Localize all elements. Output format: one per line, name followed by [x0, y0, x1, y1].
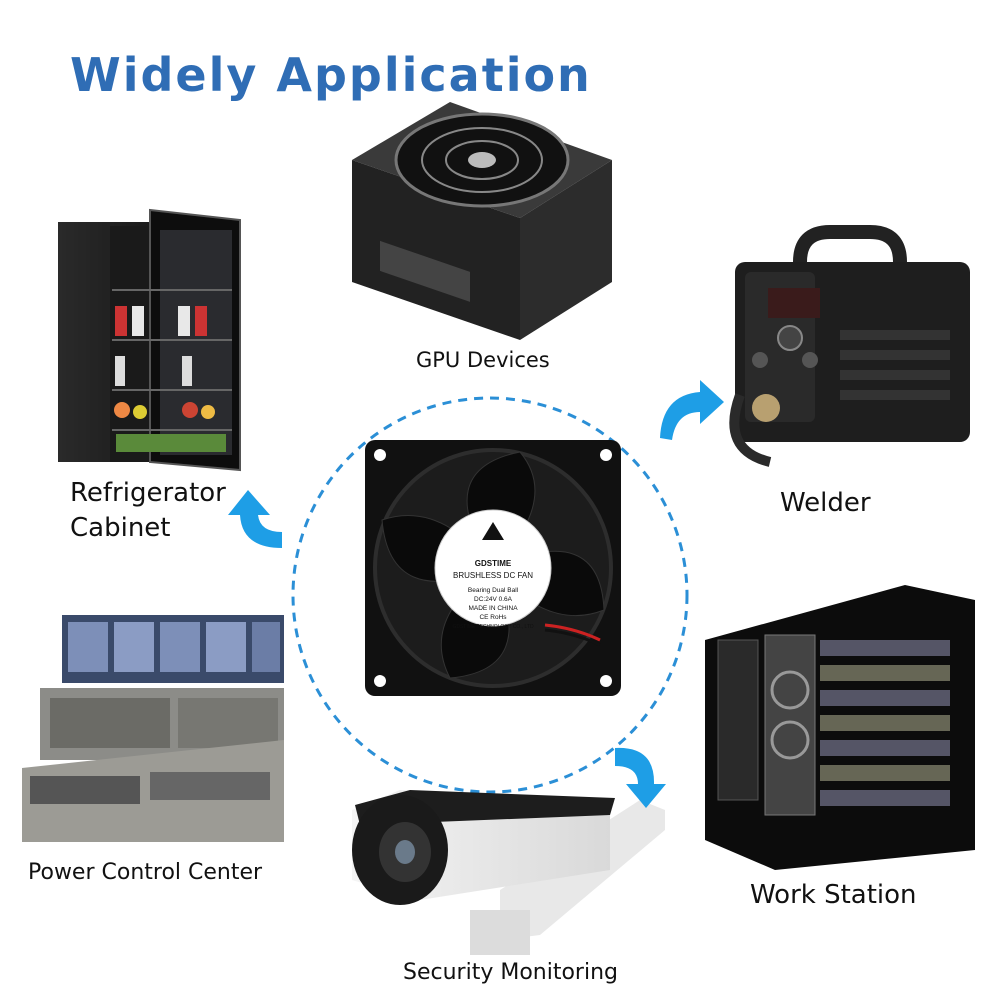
- control-room-icon: [22, 615, 284, 842]
- cooling-fan-icon: [365, 440, 621, 696]
- mining-rig-icon: [705, 585, 975, 870]
- power-supply-icon: [352, 102, 612, 340]
- fan-origin: MADE IN CHINA: [468, 605, 518, 612]
- label-welder: Welder: [780, 488, 871, 518]
- fan-model: BRUSHLESS DC FAN: [453, 571, 533, 580]
- page-title: Widely Application: [70, 48, 592, 102]
- label-refrigerator-line1: Refrigerator: [70, 478, 226, 508]
- fan-rating: DC:24V 0.6A: [474, 596, 513, 603]
- label-security-monitoring: Security Monitoring: [403, 960, 618, 985]
- label-gpu-devices: GPU Devices: [416, 348, 550, 372]
- label-work-station: Work Station: [750, 880, 917, 910]
- dashed-circle: [291, 396, 689, 794]
- refrigerator-icon: [58, 208, 241, 472]
- fan-brand: GDSTIME: [475, 559, 512, 568]
- security-camera-icon: [352, 790, 665, 955]
- label-refrigerator-line2: Cabinet: [70, 513, 171, 543]
- fan-bearing: Bearing Dual Ball: [468, 587, 519, 594]
- fan-cert: CE RoHs: [479, 614, 507, 621]
- fan-company: GDSTIME TECHNOLOGY CO., LTD: [452, 624, 534, 630]
- label-power-control-center: Power Control Center: [28, 860, 263, 885]
- curved-arrow-icon: [228, 380, 724, 808]
- label-refrigerator-cabinet: Refrigerator Cabinet: [70, 476, 226, 546]
- welder-icon: [729, 225, 970, 467]
